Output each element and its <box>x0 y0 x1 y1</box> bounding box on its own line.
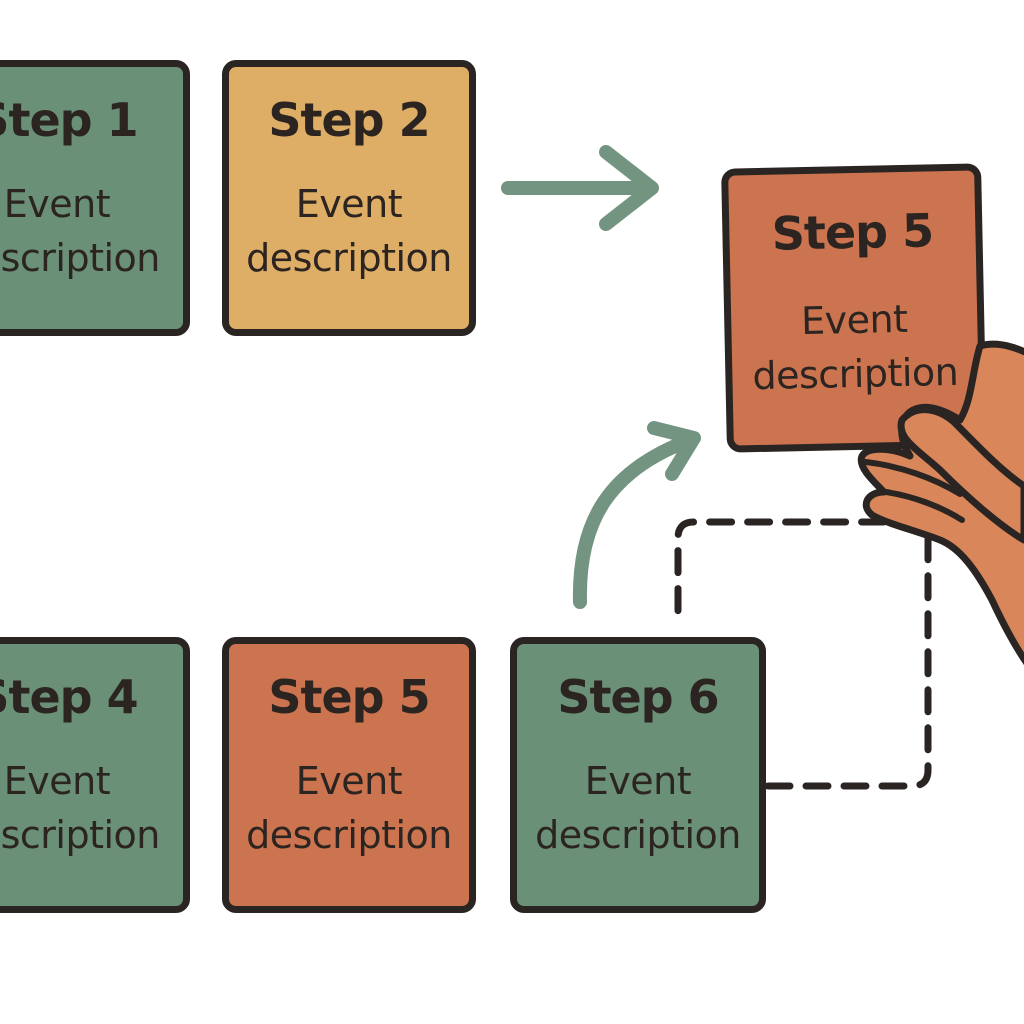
step-1-card[interactable]: Step 1 Event description <box>0 60 190 336</box>
card-description: Event description <box>535 754 741 862</box>
card-description-line-1: Event <box>584 759 692 803</box>
card-description: Event description <box>246 754 452 862</box>
card-description: Event description <box>751 291 959 403</box>
step-4-card[interactable]: Step 4 Event description <box>0 637 190 913</box>
card-description: Event description <box>0 754 160 862</box>
card-description-line-2: description <box>535 813 741 857</box>
card-title: Step 6 <box>557 670 719 724</box>
step-2-card[interactable]: Step 2 Event description <box>222 60 476 336</box>
card-description-line-2: description <box>246 236 452 280</box>
card-title: Step 4 <box>0 670 139 724</box>
card-description-line-1: Event <box>295 182 403 226</box>
card-title: Step 5 <box>771 203 934 261</box>
step-5-card[interactable]: Step 5 Event description <box>222 637 476 913</box>
card-title: Step 2 <box>268 93 430 147</box>
card-title: Step 1 <box>0 93 139 147</box>
card-description-line-2: description <box>752 349 959 399</box>
held-step-5-card[interactable]: Step 5 Event description <box>721 163 987 453</box>
card-description-line-1: Event <box>3 182 111 226</box>
right-arrow-icon <box>501 145 659 231</box>
card-description: Event description <box>246 177 452 285</box>
card-description-line-1: Event <box>3 759 111 803</box>
card-description: Event description <box>0 177 160 285</box>
card-description-line-2: description <box>0 236 160 280</box>
card-description-line-1: Event <box>295 759 403 803</box>
step-6-card[interactable]: Step 6 Event description <box>510 637 766 913</box>
card-description-line-2: description <box>0 813 160 857</box>
curved-arrow-icon <box>572 421 701 609</box>
card-description-line-2: description <box>246 813 452 857</box>
card-title: Step 5 <box>268 670 430 724</box>
card-description-line-1: Event <box>800 296 908 344</box>
